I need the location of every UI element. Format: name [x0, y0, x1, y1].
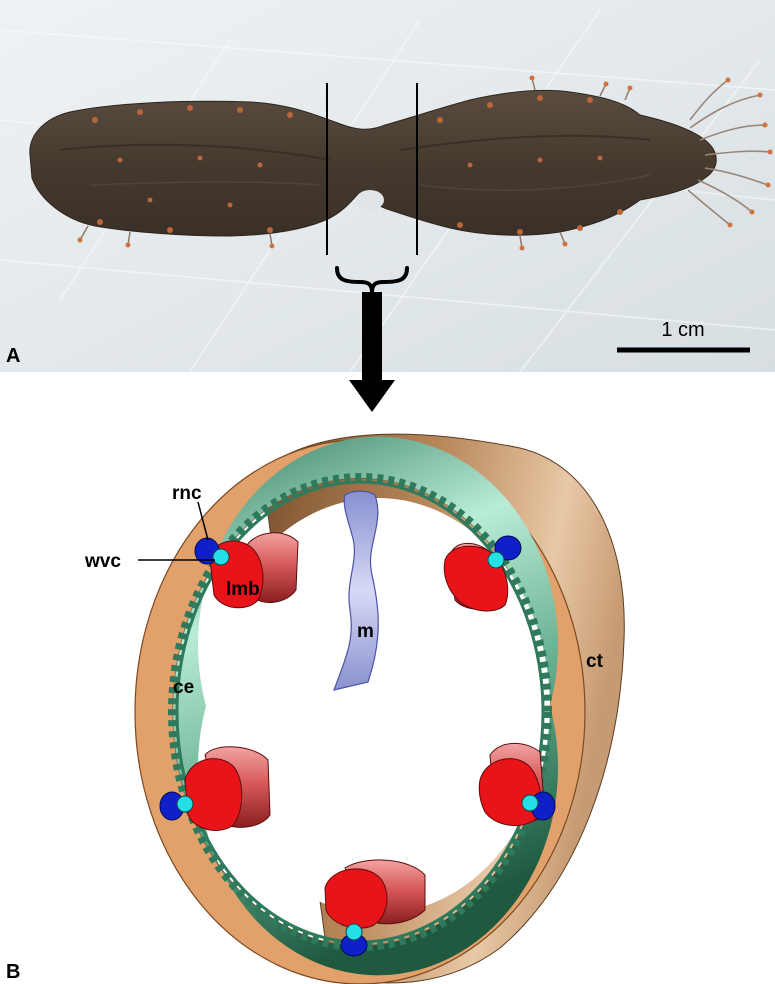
water-vascular-canal [212, 548, 230, 566]
panel-a: 1 cm A [0, 0, 775, 372]
specimen-ridge [59, 143, 331, 161]
specimen-tentacle-tips [725, 77, 773, 228]
label-ce: ce [173, 677, 194, 698]
muscle-band-upper-right [443, 535, 522, 612]
muscle-band-lower-left [159, 746, 271, 831]
specimen-body [29, 89, 717, 237]
specimen-tentacles [687, 79, 771, 226]
leader-rnc [197, 501, 209, 541]
label-wvc: wvc [84, 551, 121, 572]
specimen-ridge [89, 181, 321, 186]
water-vascular-canal [345, 923, 363, 941]
specimen-waist-gap [356, 190, 384, 210]
mesentery [333, 490, 379, 691]
specimen-ridge [399, 134, 651, 151]
specimen-spike-tips [77, 75, 633, 251]
panel-b-letter: B [6, 961, 20, 983]
water-vascular-canal [521, 794, 539, 812]
water-vascular-canal [176, 795, 194, 813]
specimen-papillae [92, 95, 623, 235]
panel-a-letter: A [6, 345, 20, 367]
label-ct: ct [586, 651, 604, 672]
label-m: m [357, 621, 374, 642]
muscle-band-bottom [324, 859, 426, 957]
arrow-down [349, 292, 395, 412]
specimen [29, 75, 773, 251]
scale-bar-label: 1 cm [661, 319, 704, 341]
label-rnc: rnc [172, 483, 202, 504]
panel-b: rnc wvc lmb m ce ct B [6, 433, 625, 984]
specimen-ridge [419, 174, 651, 191]
label-lmb: lmb [226, 579, 260, 600]
water-vascular-canal [487, 551, 505, 569]
muscle-band-lower-right [478, 742, 556, 827]
